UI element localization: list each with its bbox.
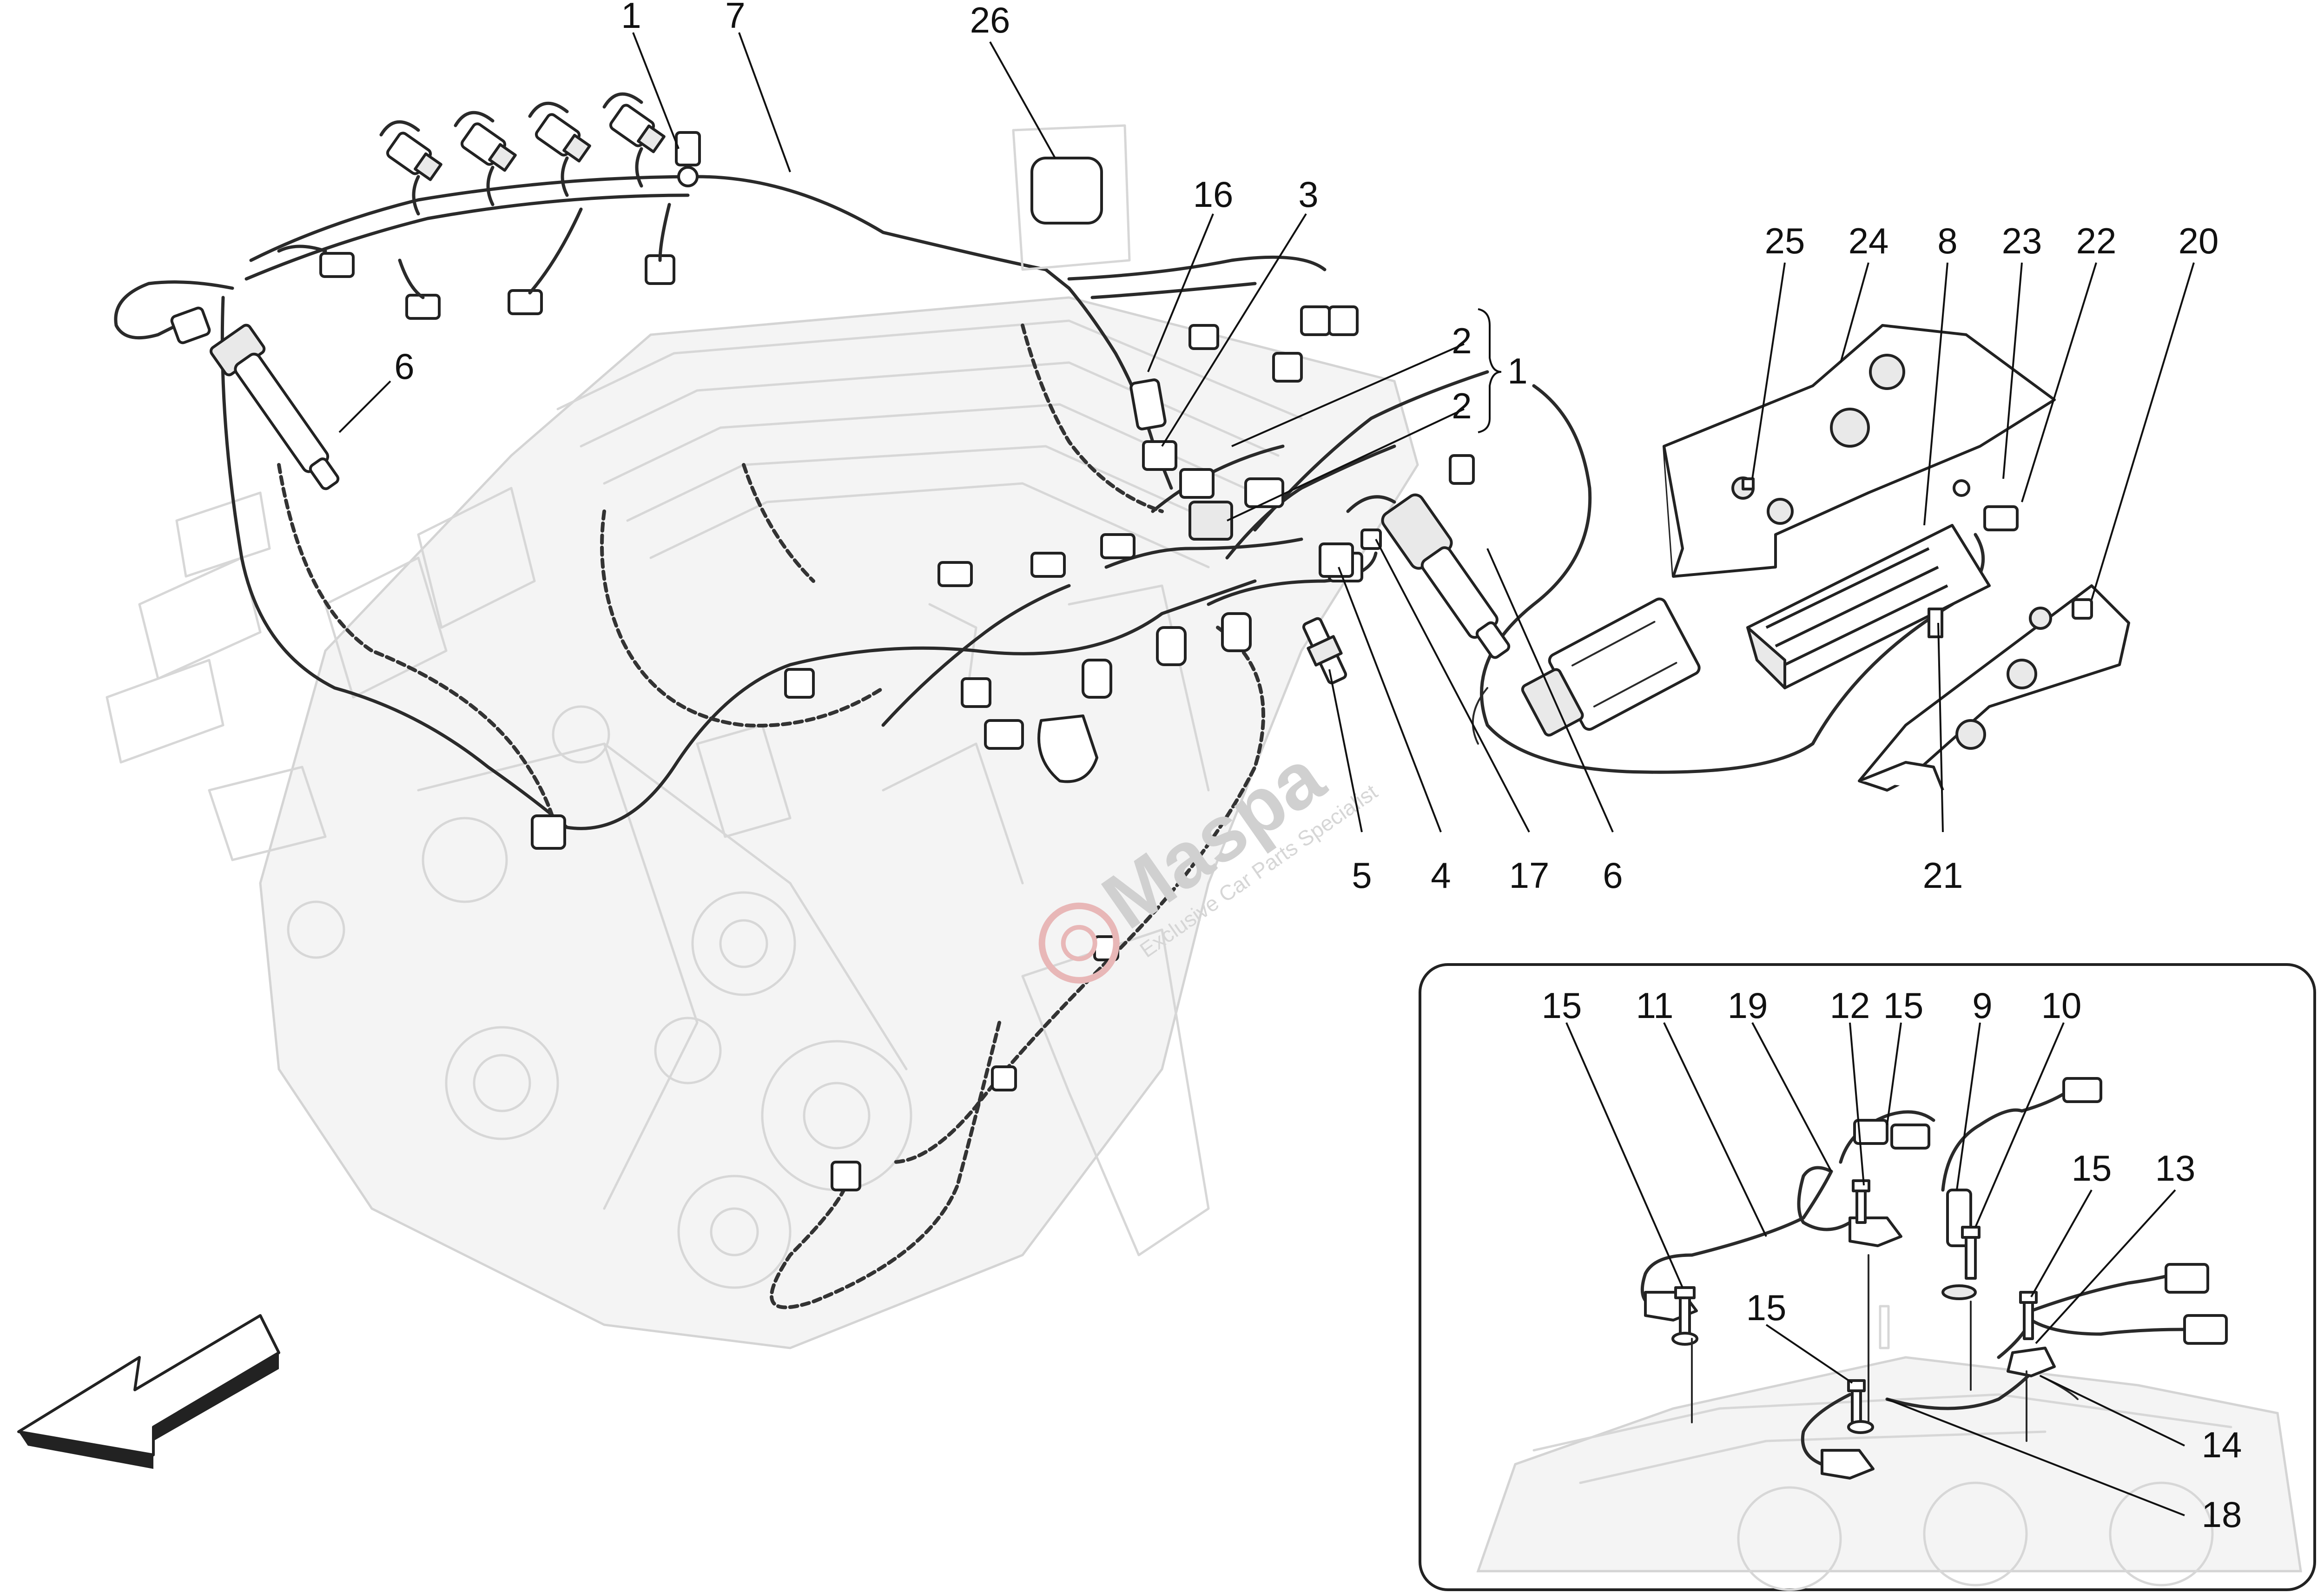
callout-11: 11 [1636,985,1674,1026]
callout-1-brace: 1 [1507,350,1527,391]
callout-10: 10 [2041,985,2082,1026]
callout-18: 18 [2202,1494,2242,1535]
callout-17: 17 [1509,855,1550,896]
callout-13: 13 [2155,1148,2196,1189]
callout-6-left: 6 [394,346,414,387]
direction-arrow [17,1314,280,1469]
callout-3: 3 [1298,174,1318,215]
callout-15-b: 15 [1883,985,1924,1026]
ecu-bracket [1663,324,2056,578]
callout-8: 8 [1937,220,1957,261]
callout-12: 12 [1830,985,1870,1026]
callout-22: 22 [2076,220,2117,261]
callout-2-b: 2 [1452,385,1472,426]
callout-9: 9 [1972,985,1992,1026]
inset-panel [1419,963,2316,1591]
callout-21: 21 [1923,855,1963,896]
callout-2-a: 2 [1452,320,1472,361]
callout-labels: 1 7 26 16 3 6 2 2 1 25 24 8 23 22 20 5 4… [394,0,2242,1535]
wiring-harness [114,175,1985,830]
hidden-harness-dashed [277,324,1265,1309]
lower-bracket [1742,477,2130,792]
callout-23: 23 [2002,220,2042,261]
callout-15-c: 15 [2072,1148,2112,1189]
ignition-coil-right [1381,454,1511,659]
ecu-module [1746,524,1991,689]
callout-1-top: 1 [621,0,641,36]
callout-19: 19 [1728,985,1768,1026]
callout-20: 20 [2179,220,2219,261]
central-connector-cluster [531,305,1382,1191]
callout-16: 16 [1193,174,1234,215]
harness-end-connector-left [170,306,211,344]
callout-7: 7 [725,0,745,36]
module-26 [1012,124,1131,271]
ignition-coil-left [209,324,340,490]
injector-connectors-left-bank [277,92,701,320]
callout-26: 26 [970,0,1010,40]
callout-6-right: 6 [1603,855,1623,896]
callout-15-d: 15 [1746,1287,1787,1328]
callout-15-a: 15 [1542,985,1582,1026]
callout-24: 24 [1849,220,1889,261]
leader-lines [338,32,2195,1516]
callout-14: 14 [2202,1424,2242,1465]
callout-4: 4 [1431,855,1451,896]
callout-25: 25 [1765,220,1805,261]
callout-5: 5 [1352,855,1372,896]
